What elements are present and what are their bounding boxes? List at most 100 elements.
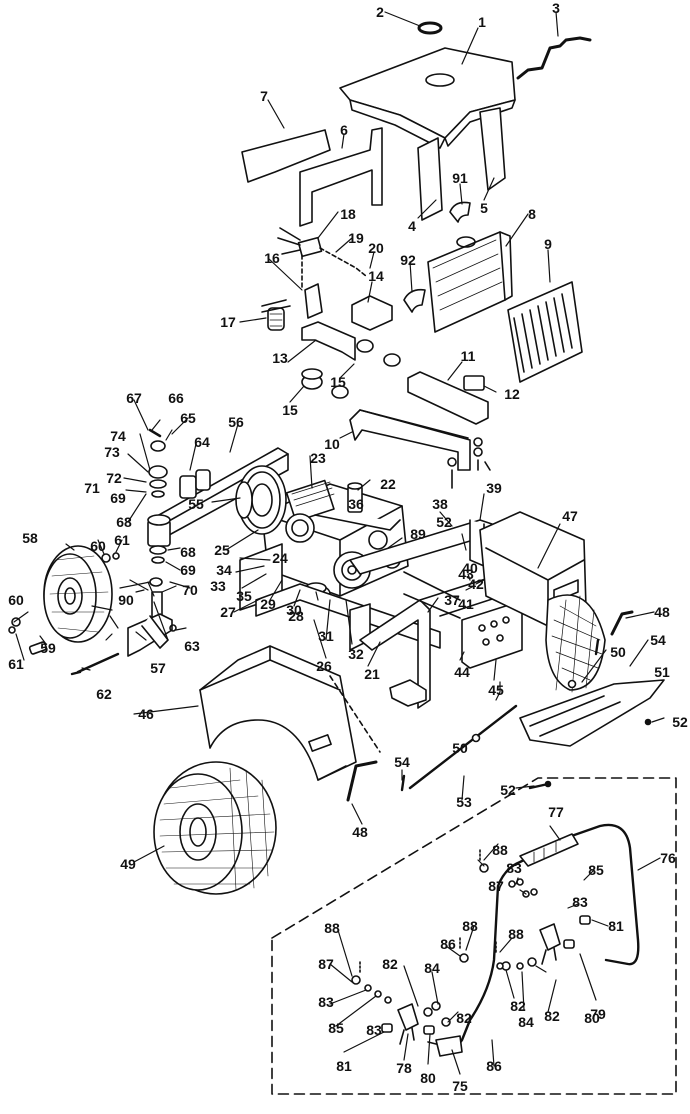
callout-29: 29	[260, 596, 276, 612]
callout-7: 7	[260, 88, 268, 104]
callout-13: 13	[272, 350, 288, 366]
callout-89: 89	[410, 526, 426, 542]
callout-83b: 83	[572, 894, 588, 910]
callout-46: 46	[138, 706, 154, 722]
rear-wheel-49	[153, 761, 277, 895]
callout-83d: 83	[366, 1022, 382, 1038]
callout-39: 39	[486, 480, 502, 496]
callout-52a: 52	[436, 514, 452, 530]
callout-87b: 87	[318, 956, 334, 972]
callout-31: 31	[318, 628, 334, 644]
callout-52b: 52	[672, 714, 688, 730]
callout-9: 9	[544, 236, 552, 252]
valve-79	[539, 923, 561, 965]
fitting-75	[427, 1035, 463, 1057]
callout-63: 63	[184, 638, 200, 654]
leader-lines	[13, 11, 665, 1075]
callout-42: 42	[468, 576, 484, 592]
callout-19: 19	[348, 230, 364, 246]
callout-59: 59	[40, 640, 56, 656]
rod-48-left	[346, 760, 378, 802]
callout-8: 8	[528, 206, 536, 222]
callout-60a: 60	[90, 538, 106, 554]
callout-80b: 80	[584, 1010, 600, 1026]
callout-12: 12	[504, 386, 520, 402]
callout-54a: 54	[394, 754, 410, 770]
callout-79: 79	[590, 1006, 606, 1022]
callout-82d: 82	[544, 1008, 560, 1024]
callout-87a: 87	[488, 878, 504, 894]
callout-54b: 54	[650, 632, 666, 648]
callout-68b: 68	[180, 544, 196, 560]
callout-20: 20	[368, 240, 384, 256]
callout-83a: 83	[506, 860, 522, 876]
grille-part	[507, 281, 583, 383]
cross-member-10	[349, 409, 471, 471]
pin-54-right	[594, 638, 600, 656]
callout-81b: 81	[608, 918, 624, 934]
callout-48b: 48	[654, 604, 670, 620]
callout-61a: 61	[114, 532, 130, 548]
callout-77: 77	[548, 804, 564, 820]
callout-58: 58	[22, 530, 38, 546]
spindle-57	[127, 591, 173, 657]
rod-48-right	[610, 610, 634, 636]
callout-10: 10	[324, 436, 340, 452]
callout-36: 36	[348, 496, 364, 512]
flywheel-55	[235, 465, 287, 535]
engine-assembly	[261, 479, 409, 604]
callout-28: 28	[288, 608, 304, 624]
callout-4: 4	[408, 218, 416, 234]
callout-70: 70	[182, 582, 198, 598]
block-12	[463, 375, 485, 391]
callout-50a: 50	[610, 644, 626, 660]
callout-82b: 82	[456, 1010, 472, 1026]
callout-3: 3	[552, 0, 560, 16]
callout-88d: 88	[324, 920, 340, 936]
callout-37: 37	[444, 592, 460, 608]
callout-57: 57	[150, 660, 166, 676]
callout-88b: 88	[462, 918, 478, 934]
callout-56: 56	[228, 414, 244, 430]
callout-44: 44	[454, 664, 470, 680]
callout-88c: 88	[508, 926, 524, 942]
wheel-hardware	[8, 552, 120, 655]
callout-41: 41	[458, 596, 474, 612]
callout-22: 22	[380, 476, 396, 492]
hydraulic-hose-76	[454, 823, 640, 1050]
callout-86b: 86	[486, 1058, 502, 1074]
bracket-44	[389, 679, 427, 707]
callout-21: 21	[364, 666, 380, 682]
callout-60b: 60	[8, 592, 24, 608]
callout-92: 92	[400, 252, 416, 268]
callout-82a: 82	[382, 956, 398, 972]
callout-53: 53	[456, 794, 472, 810]
floor-plate-51	[519, 679, 665, 747]
callout-78: 78	[396, 1060, 412, 1076]
callout-2: 2	[376, 4, 384, 20]
callout-81a: 81	[336, 1058, 352, 1074]
front-wheel	[43, 545, 113, 643]
callout-26: 26	[316, 658, 332, 674]
hose-upper	[449, 201, 471, 223]
kit-boundary	[271, 777, 677, 1095]
callout-48a: 48	[352, 824, 368, 840]
callout-66: 66	[168, 390, 184, 406]
callout-40: 40	[462, 560, 478, 576]
callout-74: 74	[110, 428, 126, 444]
side-panel-left	[417, 137, 443, 221]
callout-35: 35	[236, 588, 252, 604]
callout-11: 11	[460, 348, 476, 364]
mount-bracket-11	[407, 371, 489, 425]
rod-part	[516, 36, 592, 80]
callout-15a: 15	[330, 374, 346, 390]
rod-53	[408, 704, 518, 790]
callout-61b: 61	[8, 656, 24, 672]
bolts-washers	[447, 437, 491, 489]
kit-guide-lines	[359, 849, 497, 973]
callout-84b: 84	[518, 1014, 534, 1030]
callout-52c: 52	[500, 782, 516, 798]
callout-24: 24	[272, 550, 288, 566]
callout-84a: 84	[424, 960, 440, 976]
callout-34: 34	[216, 562, 232, 578]
